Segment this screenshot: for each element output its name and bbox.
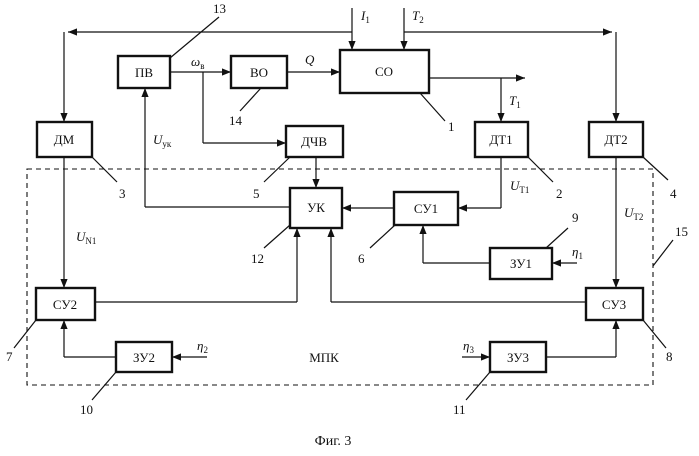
block-zu2-label: ЗУ2: [133, 350, 155, 365]
ref-number: 8: [666, 349, 673, 364]
ref-number: 12: [251, 251, 264, 266]
ref-number: 11: [453, 402, 466, 417]
block-dchv-label: ДЧВ: [301, 134, 327, 149]
ref-number: 4: [670, 186, 677, 201]
ref-number: 7: [6, 349, 13, 364]
signal-i1: I1: [360, 8, 370, 25]
block-dm-label: ДМ: [54, 132, 75, 147]
blocks: ПВ ВО СО ДМ ДЧВ ДТ1 ДТ2 УК СУ1 ЗУ1 СУ2 С…: [36, 50, 643, 372]
signal-eta1: η1: [572, 244, 583, 261]
ref-number: 15: [675, 224, 688, 239]
ref-number: 10: [80, 402, 93, 417]
figure-caption: Фиг. 3: [315, 434, 352, 449]
block-vo-label: ВО: [250, 65, 268, 80]
block-su3-label: СУ3: [602, 297, 626, 312]
signal-u-t1: UT1: [510, 178, 529, 195]
signal-t1: T1: [509, 93, 521, 110]
signal-u-n1: UN1: [76, 229, 96, 246]
block-zu1-label: ЗУ1: [510, 256, 532, 271]
signal-omega: ωв: [191, 54, 204, 71]
signal-u-uk: Uук: [153, 132, 172, 149]
block-su2-label: СУ2: [53, 297, 77, 312]
ref-number: 9: [572, 210, 579, 225]
signal-t2: T2: [412, 8, 424, 25]
region-label-mpk: МПК: [309, 350, 339, 365]
ref-number: 6: [358, 251, 365, 266]
block-uk-label: УК: [307, 200, 325, 215]
ref-number: 3: [119, 186, 126, 201]
signal-eta3: η3: [463, 338, 474, 355]
ref-number: 13: [213, 1, 226, 16]
ref-number: 1: [448, 119, 455, 134]
signal-q: Q: [305, 52, 315, 67]
block-dt2-label: ДТ2: [604, 132, 627, 147]
ref-number: 14: [229, 113, 243, 128]
ref-number: 5: [253, 186, 260, 201]
block-zu3-label: ЗУ3: [507, 350, 529, 365]
block-pv-label: ПВ: [135, 65, 153, 80]
block-dt1-label: ДТ1: [489, 132, 512, 147]
block-so-label: СО: [375, 64, 393, 79]
signal-eta2: η2: [197, 338, 208, 355]
signal-u-t2: UT2: [624, 205, 643, 222]
ref-number: 2: [556, 186, 563, 201]
block-su1-label: СУ1: [414, 201, 438, 216]
